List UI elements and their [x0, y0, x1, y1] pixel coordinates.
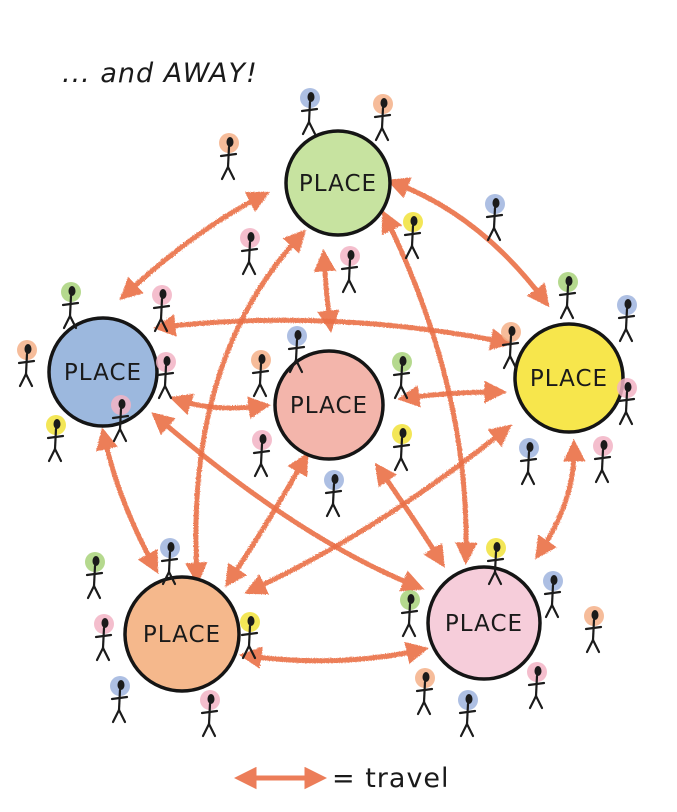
place-right-label: PLACE: [530, 366, 608, 392]
travel-arrow: [313, 249, 340, 333]
person-icon: [156, 352, 176, 400]
person-icon: [584, 606, 604, 654]
place-left-label: PLACE: [64, 360, 142, 386]
person-icon: [200, 690, 220, 738]
travel-arrow: [119, 191, 271, 301]
person-icon: [152, 285, 172, 333]
person-icon: [458, 690, 478, 738]
travel-arrow: [239, 641, 429, 669]
places: PLACE PLACE PLACE PLACE PLACE PLACE: [47, 129, 625, 693]
travel-arrow: [185, 229, 307, 585]
person-icon: [324, 470, 344, 518]
person-icon: [240, 612, 260, 660]
person-icon: [400, 590, 420, 638]
place-bottom-right-circle: [426, 565, 542, 681]
person-icon: [392, 352, 412, 400]
person-icon: [111, 395, 131, 443]
person-icon: [617, 378, 637, 426]
place-bottom-left: PLACE: [123, 575, 241, 693]
travel-arrow: [225, 452, 309, 588]
place-top-label: PLACE: [299, 171, 377, 197]
person-icon: [543, 571, 563, 619]
travel-arrow: [381, 209, 478, 565]
person-icon: [519, 438, 539, 486]
person-icon: [240, 228, 260, 276]
person-icon: [486, 538, 506, 586]
travel-arrow: [374, 462, 445, 568]
person-icon: [17, 340, 37, 388]
travel-arrow: [95, 427, 159, 574]
person-icon: [485, 194, 505, 242]
travel-arrow: [169, 393, 271, 419]
place-bottom-right: PLACE: [426, 565, 542, 681]
legend-label: = travel: [332, 763, 450, 794]
person-icon: [160, 538, 180, 586]
person-icon: [287, 326, 307, 374]
person-icon: [340, 246, 360, 294]
place-top: PLACE: [284, 129, 392, 237]
travel-arrow: [153, 314, 513, 351]
person-icon: [252, 430, 272, 478]
person-icon: [501, 322, 521, 370]
person-icon: [593, 436, 613, 484]
person-icon: [617, 295, 637, 343]
person-icon: [251, 350, 271, 398]
place-bottom-right-label: PLACE: [445, 611, 523, 637]
place-center-circle: [273, 349, 385, 461]
place-bottom-left-label: PLACE: [143, 622, 221, 648]
person-icon: [527, 662, 547, 710]
person-icon: [392, 424, 412, 472]
place-right: PLACE: [513, 322, 625, 434]
person-icon: [219, 133, 239, 181]
person-icon: [300, 88, 320, 136]
person-icon: [85, 552, 105, 600]
place-center-label: PLACE: [290, 393, 368, 419]
travel-arrows: [95, 177, 586, 669]
place-bottom-left-circle: [123, 575, 241, 693]
person-icon: [403, 212, 423, 260]
place-center: PLACE: [273, 349, 385, 461]
place-top-circle: [284, 129, 392, 237]
person-icon: [94, 614, 114, 662]
diagram-title: ... and AWAY!: [62, 58, 258, 89]
travel-arrow: [534, 439, 586, 560]
place-right-circle: [513, 322, 625, 434]
place-left: PLACE: [47, 316, 159, 428]
person-icon: [373, 94, 393, 142]
person-icon: [558, 272, 578, 320]
people: [17, 88, 637, 738]
travel-arrow: [386, 177, 550, 308]
place-left-circle: [47, 316, 159, 428]
legend: = travel: [234, 763, 450, 794]
person-icon: [46, 415, 66, 463]
person-icon: [415, 668, 435, 716]
person-icon: [61, 282, 81, 330]
person-icon: [110, 676, 130, 724]
